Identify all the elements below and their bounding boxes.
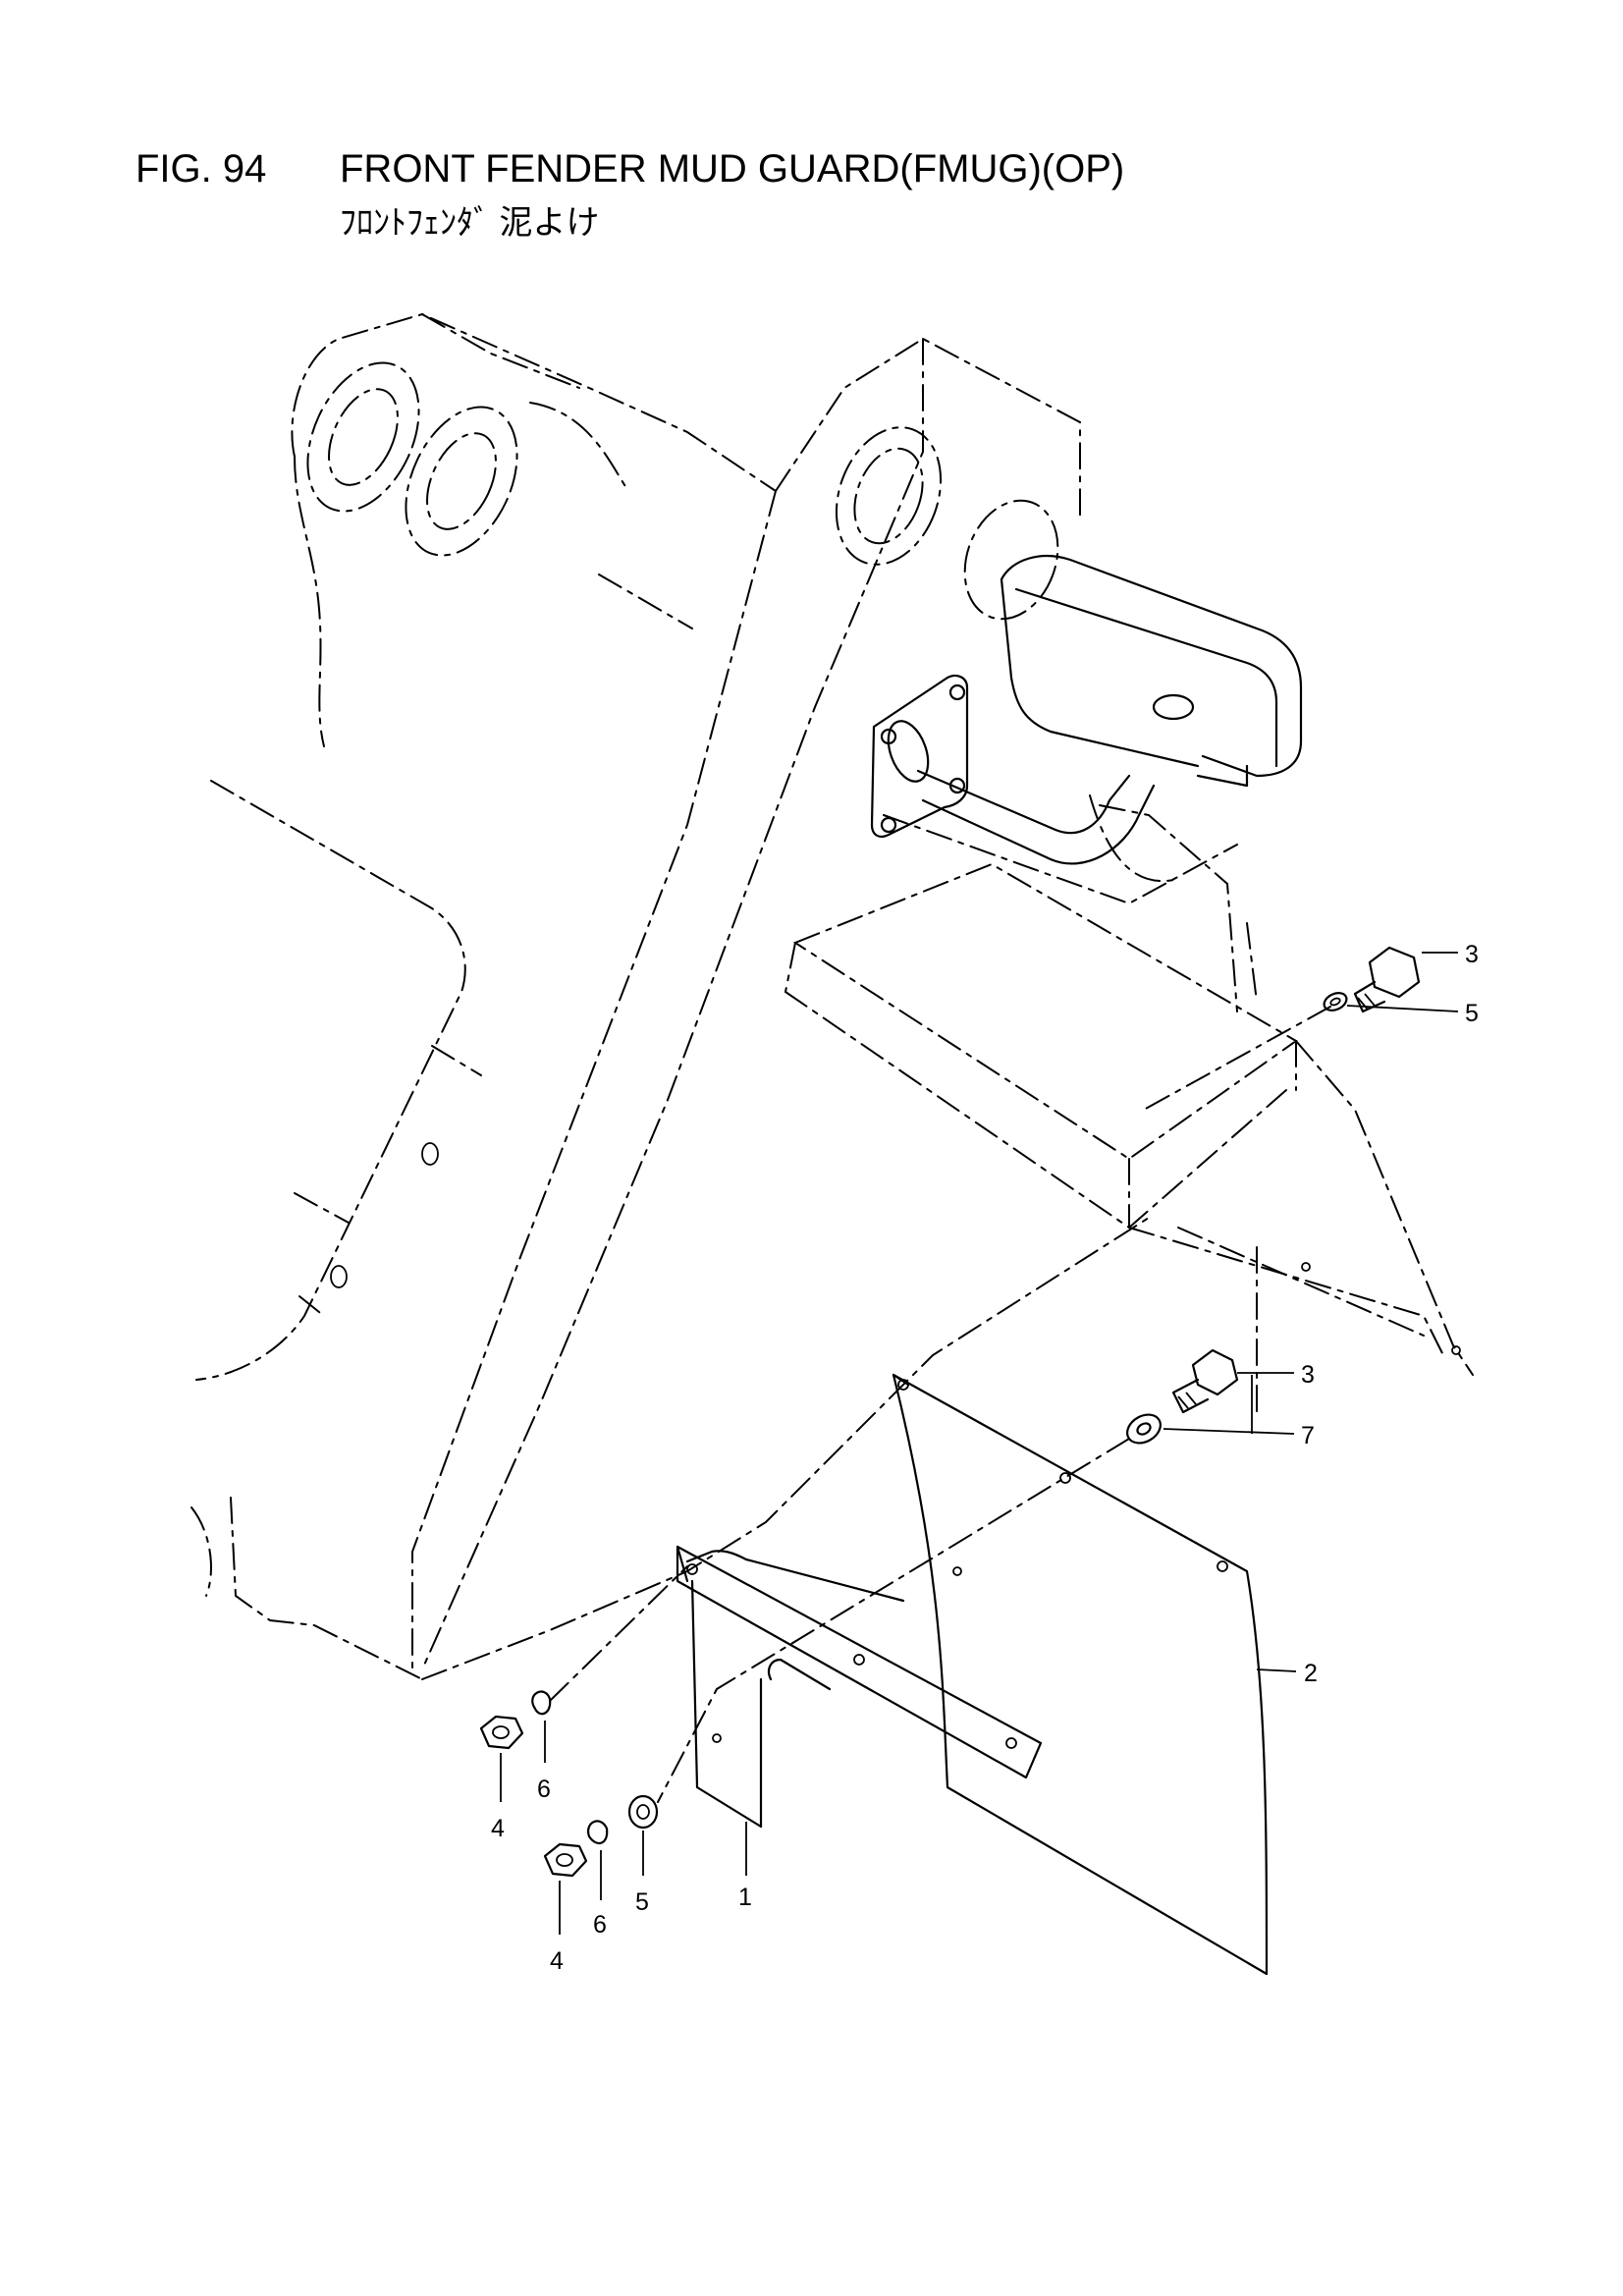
- callout-3-upper: 3: [1465, 941, 1479, 968]
- lamp-bracket: [870, 674, 1156, 865]
- lock-washer-lower: [587, 1820, 609, 1845]
- lock-washer-upper: [531, 1690, 552, 1716]
- mud-guard-plate: [892, 1373, 1269, 1976]
- nut-upper: [479, 1715, 524, 1750]
- callout-1: 1: [738, 1884, 752, 1911]
- callout-6-upper: 6: [537, 1776, 551, 1803]
- callout-7: 7: [1301, 1422, 1315, 1449]
- callout-5-upper: 5: [1465, 1000, 1479, 1027]
- washer-upper: [1323, 992, 1348, 1011]
- mud-guard-stay: [676, 1545, 1043, 1829]
- callout-2: 2: [1304, 1660, 1318, 1687]
- callout-4-lower: 4: [550, 1947, 564, 1975]
- work-lamp: [1000, 555, 1303, 788]
- callout-4-upper: 4: [491, 1815, 505, 1842]
- washer-thick: [1126, 1413, 1162, 1445]
- bolt-lower: [1171, 1348, 1239, 1414]
- fender-phantom: [784, 862, 1474, 1376]
- callout-6-lower: 6: [593, 1911, 607, 1939]
- figure-subtitle: ﾌﾛﾝﾄﾌｪﾝﾀﾞ 泥よけ: [340, 204, 600, 242]
- figure-number: FIG. 94: [135, 147, 267, 191]
- bolt-upper: [1353, 946, 1421, 1013]
- washer-lower: [627, 1794, 659, 1830]
- callout-3-lower: 3: [1301, 1361, 1315, 1389]
- figure-title: FRONT FENDER MUD GUARD(FMUG)(OP): [340, 147, 1125, 191]
- nut-lower: [543, 1842, 588, 1878]
- callout-5-lower: 5: [635, 1888, 649, 1916]
- machine-frame-phantom: [190, 312, 1258, 1680]
- callout-labels: 3 5 3 7 2 1 4 6 5 6 4: [491, 941, 1479, 1975]
- leader-lines: [500, 952, 1459, 1935]
- assembly-lines: [549, 1006, 1331, 1803]
